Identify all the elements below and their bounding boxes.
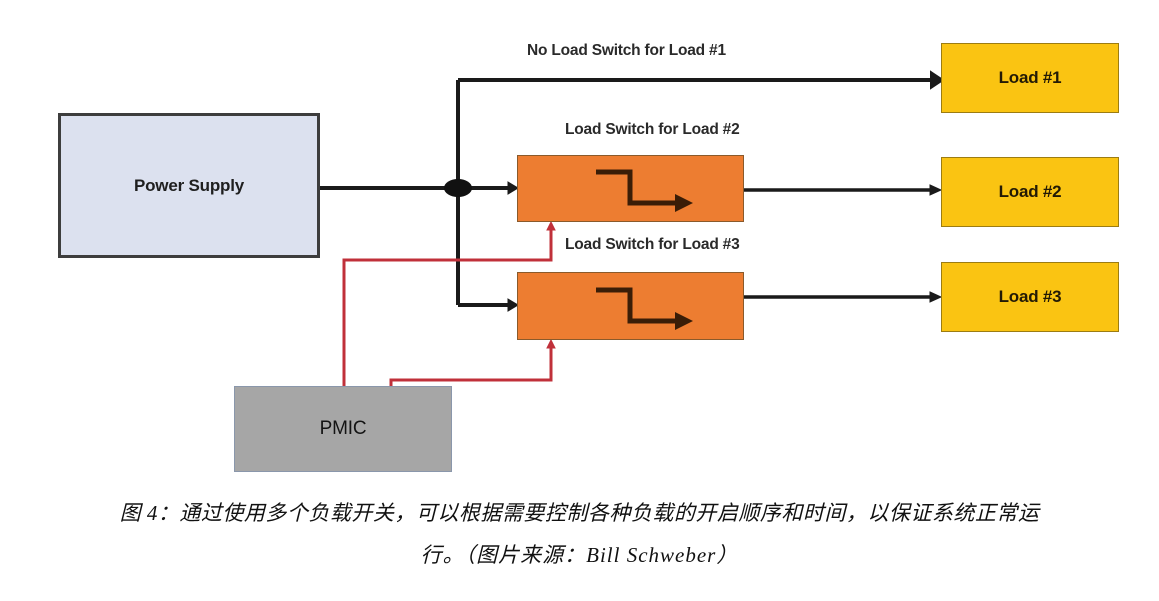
- wire-junction-dot: [444, 179, 472, 197]
- control-wire-pmic-to-switch2: [342, 228, 553, 386]
- load-switch-step-arrow-icon: [596, 169, 693, 212]
- wire-layer: [320, 70, 945, 386]
- control-wire-pmic-to-switch3: [389, 346, 553, 386]
- pmic-block[interactable]: PMIC: [234, 386, 452, 472]
- arrowhead-load3: [929, 291, 943, 303]
- label-load-switch-3: Load Switch for Load #3: [565, 236, 740, 253]
- arrowhead-load2: [929, 184, 943, 196]
- power-supply-label: Power Supply: [133, 175, 244, 195]
- figure-caption: 图 4：通过使用多个负载开关，可以根据需要控制各种负载的开启顺序和时间，以保证系…: [0, 492, 1159, 576]
- arrowhead-control-switch3: [546, 338, 556, 349]
- arrowhead-load1: [930, 70, 945, 90]
- arrowhead-control-switch2: [546, 220, 556, 231]
- caption-line-2: 行。（图片来源：Bill Schweber）: [420, 543, 739, 567]
- load-2-block[interactable]: Load #2: [941, 157, 1119, 227]
- caption-line-1: 图 4：通过使用多个负载开关，可以根据需要控制各种负载的开启顺序和时间，以保证系…: [119, 501, 1040, 525]
- label-load-switch-2: Load Switch for Load #2: [565, 121, 740, 138]
- load-switch-step-arrow-icon: [596, 287, 693, 330]
- pmic-label: PMIC: [319, 418, 367, 439]
- load-2-label: Load #2: [998, 182, 1062, 201]
- load-1-block[interactable]: Load #1: [941, 43, 1119, 113]
- load-3-label: Load #3: [998, 287, 1062, 306]
- load-switch-2-block[interactable]: [517, 155, 744, 222]
- load-3-block[interactable]: Load #3: [941, 262, 1119, 332]
- block-diagram: Power Supply PMIC Load #1 Load #2: [58, 42, 1119, 472]
- label-no-load-switch-1: No Load Switch for Load #1: [527, 42, 726, 59]
- power-supply-block[interactable]: Power Supply: [58, 113, 320, 258]
- load-switch-3-block[interactable]: [517, 272, 744, 340]
- arrowhead-switch3: [507, 298, 519, 312]
- load-1-label: Load #1: [998, 68, 1062, 87]
- arrowhead-switch2: [507, 181, 519, 195]
